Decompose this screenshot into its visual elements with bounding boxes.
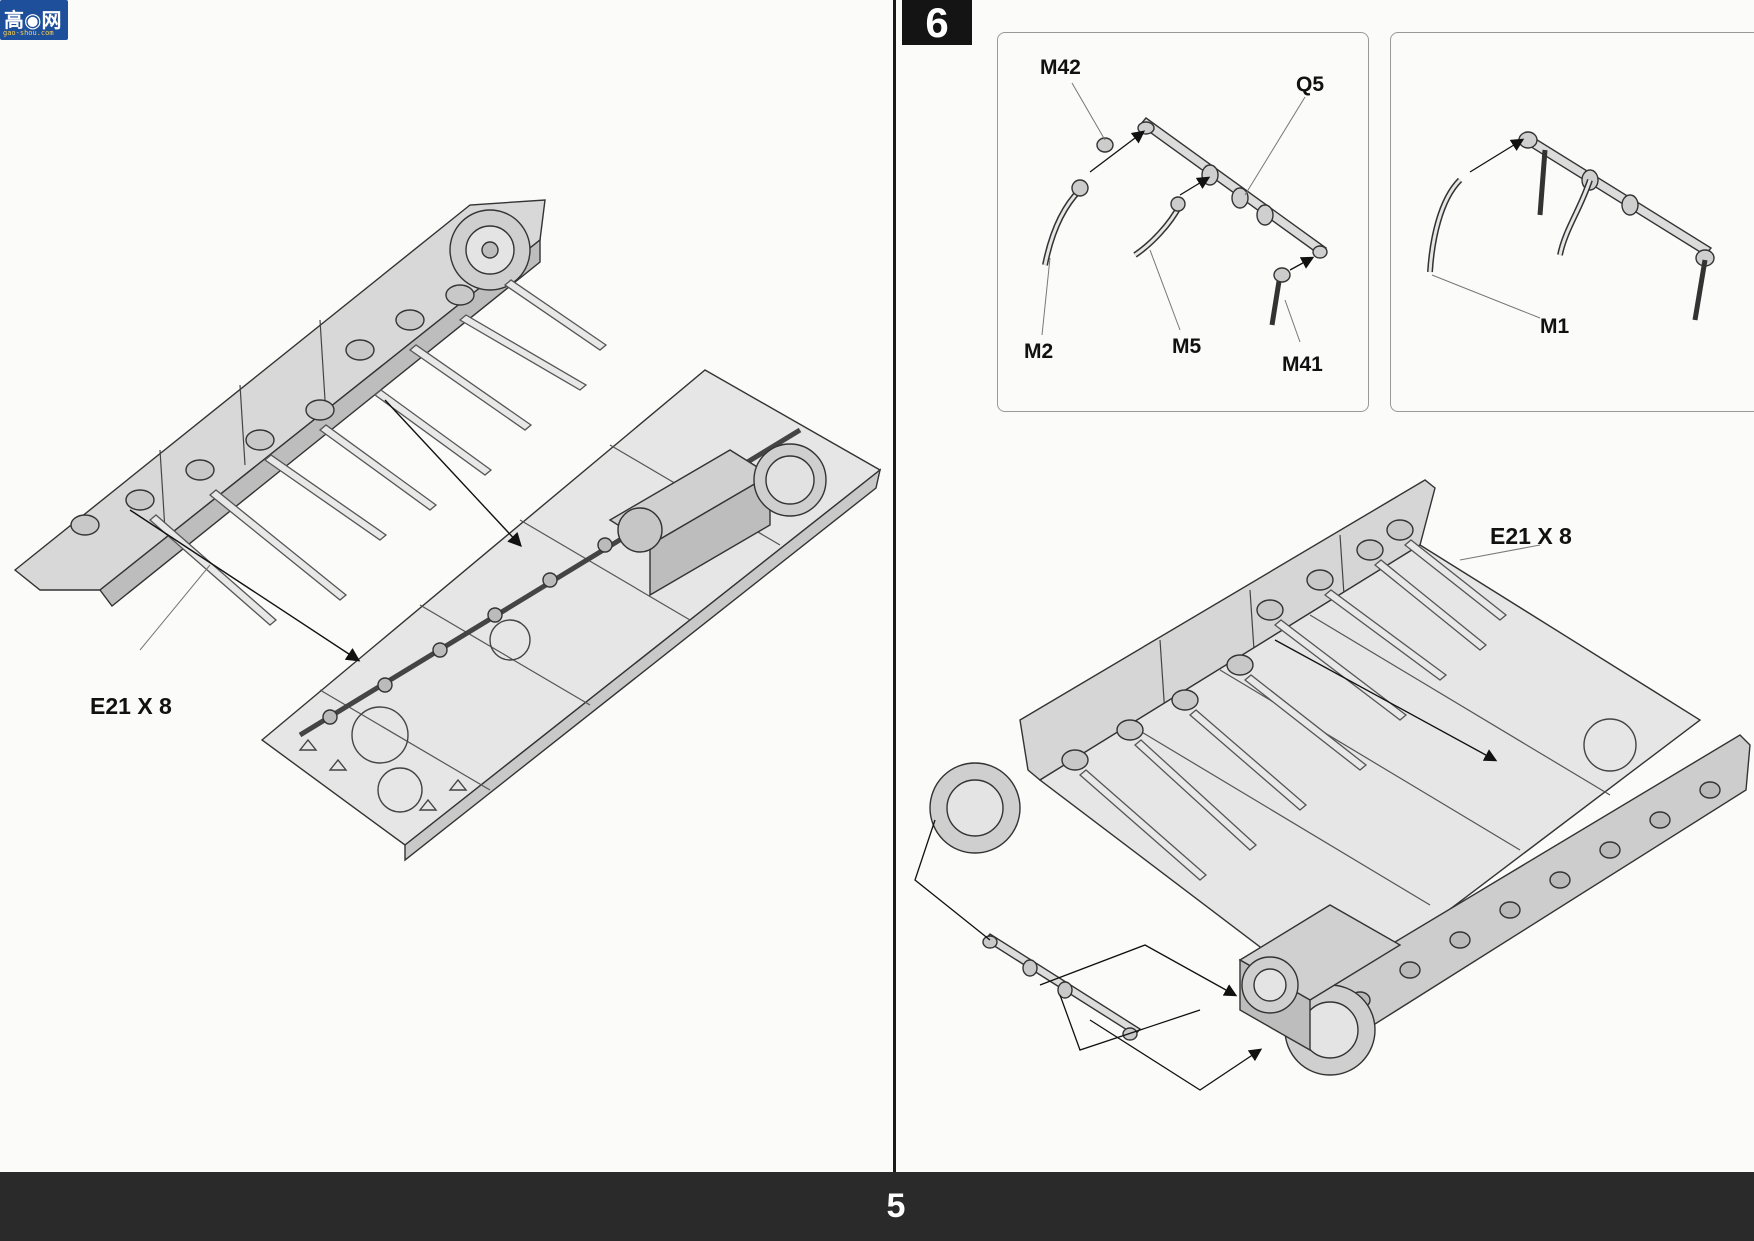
right-arrows: [914, 544, 1541, 1091]
footer-bar: [0, 1172, 1754, 1241]
callout-box-assembled: [1390, 32, 1754, 412]
callout-a-drawing: [1042, 117, 1328, 326]
right-hull-floor: [1038, 544, 1702, 1001]
left-arrows: [129, 399, 522, 662]
right-torsion-bars: [1078, 539, 1508, 881]
left-hull-floor: [260, 369, 882, 846]
label-m42: M42: [1040, 56, 1081, 79]
watermark-logo: 高◉网 gao-shou.com: [0, 0, 68, 40]
right-part-label: E21 X 8: [1490, 523, 1572, 549]
right-hull-drawing: [929, 479, 1751, 1076]
label-m41: M41: [1282, 353, 1323, 376]
callout-a-arrows: [1041, 82, 1315, 343]
label-m5: M5: [1172, 335, 1202, 358]
left-part-label: E21 X 8: [90, 693, 172, 719]
step-number-badge: 6: [902, 0, 972, 46]
page-number: 5: [886, 1187, 906, 1225]
left-hull-drawing: [13, 199, 882, 862]
label-m1: M1: [1540, 315, 1570, 338]
label-q5: Q5: [1296, 73, 1325, 96]
callout-b-drawing: [1427, 131, 1715, 321]
page-divider: [893, 0, 896, 1172]
callout-b-arrows: [1431, 138, 1541, 319]
callout-box-parts: [997, 32, 1369, 412]
left-transmission: [608, 443, 827, 597]
logo-url: gao-shou.com: [3, 29, 54, 37]
left-torsion-bars: [148, 279, 608, 626]
logo-glyphs: 高◉网: [4, 8, 62, 32]
label-m2: M2: [1024, 340, 1054, 363]
